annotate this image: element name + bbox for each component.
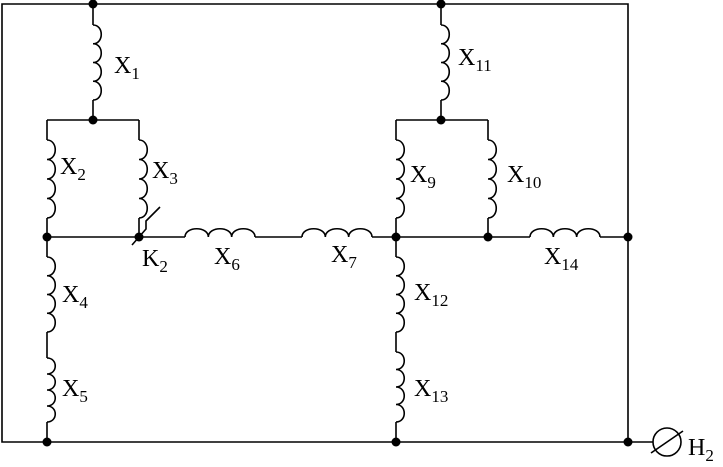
inductor-x4 xyxy=(46,256,57,333)
inductor-x7 xyxy=(301,227,373,238)
node-top-x1 xyxy=(88,0,98,9)
inductor-x2 xyxy=(46,139,57,219)
label-x9: X9 xyxy=(410,162,436,192)
node-right-bus xyxy=(623,232,633,242)
inductor-x3 xyxy=(138,139,149,219)
label-x7: X7 xyxy=(331,242,357,272)
label-x6: X6 xyxy=(214,244,240,274)
label-x12: X12 xyxy=(414,280,448,310)
label-k2: K2 xyxy=(142,246,168,276)
junction-nodes xyxy=(42,0,633,447)
inductor-x1 xyxy=(92,24,103,101)
inductor-x9 xyxy=(395,139,406,219)
node-bottom-mid xyxy=(391,437,401,447)
inductor-x13 xyxy=(395,351,406,423)
node-right-block-top xyxy=(436,115,446,125)
label-x14: X14 xyxy=(544,244,579,274)
label-x5: X5 xyxy=(62,376,88,406)
node-top-x11 xyxy=(436,0,446,9)
inductor-x11 xyxy=(440,24,451,101)
label-x1: X1 xyxy=(114,53,140,83)
inductor-x10 xyxy=(487,139,498,219)
label-x3: X3 xyxy=(152,158,178,188)
inductor-x5 xyxy=(46,357,57,423)
node-mid-bus xyxy=(391,232,401,242)
inductor-x6 xyxy=(184,227,256,238)
labels: X1 X2 X3 X4 X5 X6 X7 X9 X10 X11 X12 X13 … xyxy=(60,45,714,465)
inductor-x14 xyxy=(529,227,601,238)
inductor-x12 xyxy=(395,256,406,333)
node-left-block-top xyxy=(88,115,98,125)
terminal-h2-symbol xyxy=(650,427,684,457)
wires xyxy=(1,3,653,443)
inductor-symbols xyxy=(46,24,601,423)
label-x4: X4 xyxy=(62,282,88,312)
label-x11: X11 xyxy=(458,45,492,75)
node-left-bus xyxy=(42,232,52,242)
label-x10: X10 xyxy=(507,162,541,192)
fault-mark-k2 xyxy=(131,206,161,246)
node-bottom-right xyxy=(623,437,633,447)
label-x13: X13 xyxy=(414,376,448,406)
label-h2: H2 xyxy=(688,435,714,465)
node-x10-bus xyxy=(483,232,493,242)
node-bottom-left xyxy=(42,437,52,447)
label-x2: X2 xyxy=(60,154,86,184)
